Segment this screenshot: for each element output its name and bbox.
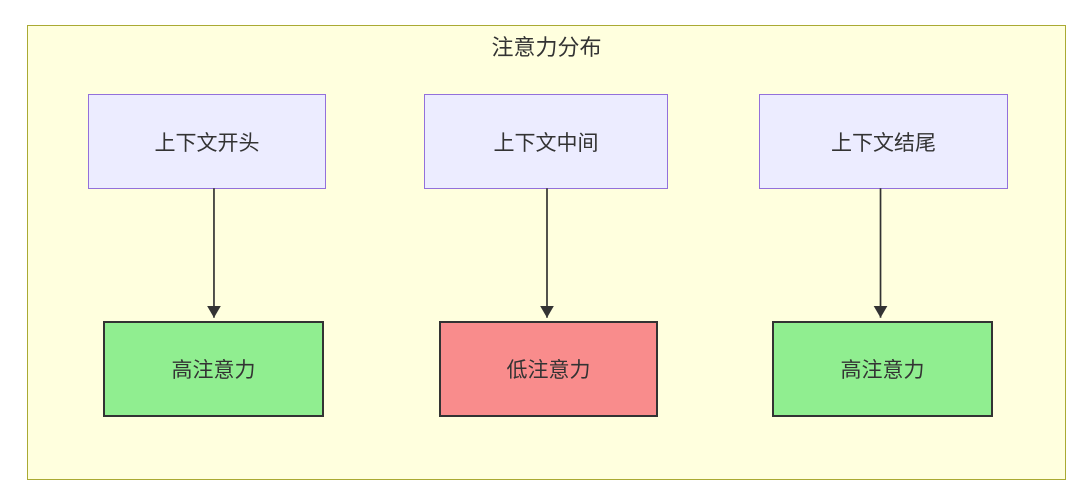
node-low-attention: 低注意力 (439, 321, 658, 417)
node-high-attention-right: 高注意力 (772, 321, 993, 417)
node-high-attention-left: 高注意力 (103, 321, 324, 417)
diagram-title: 注意力分布 (491, 36, 602, 61)
node-context-middle: 上下文中间 (424, 94, 668, 189)
attention-distribution-cluster: 注意力分布 上下文开头 上下文中间 上下文结尾 高注意力 低注意力 高注意力 (27, 25, 1066, 480)
node-context-end: 上下文结尾 (759, 94, 1008, 189)
node-context-start: 上下文开头 (88, 94, 326, 189)
